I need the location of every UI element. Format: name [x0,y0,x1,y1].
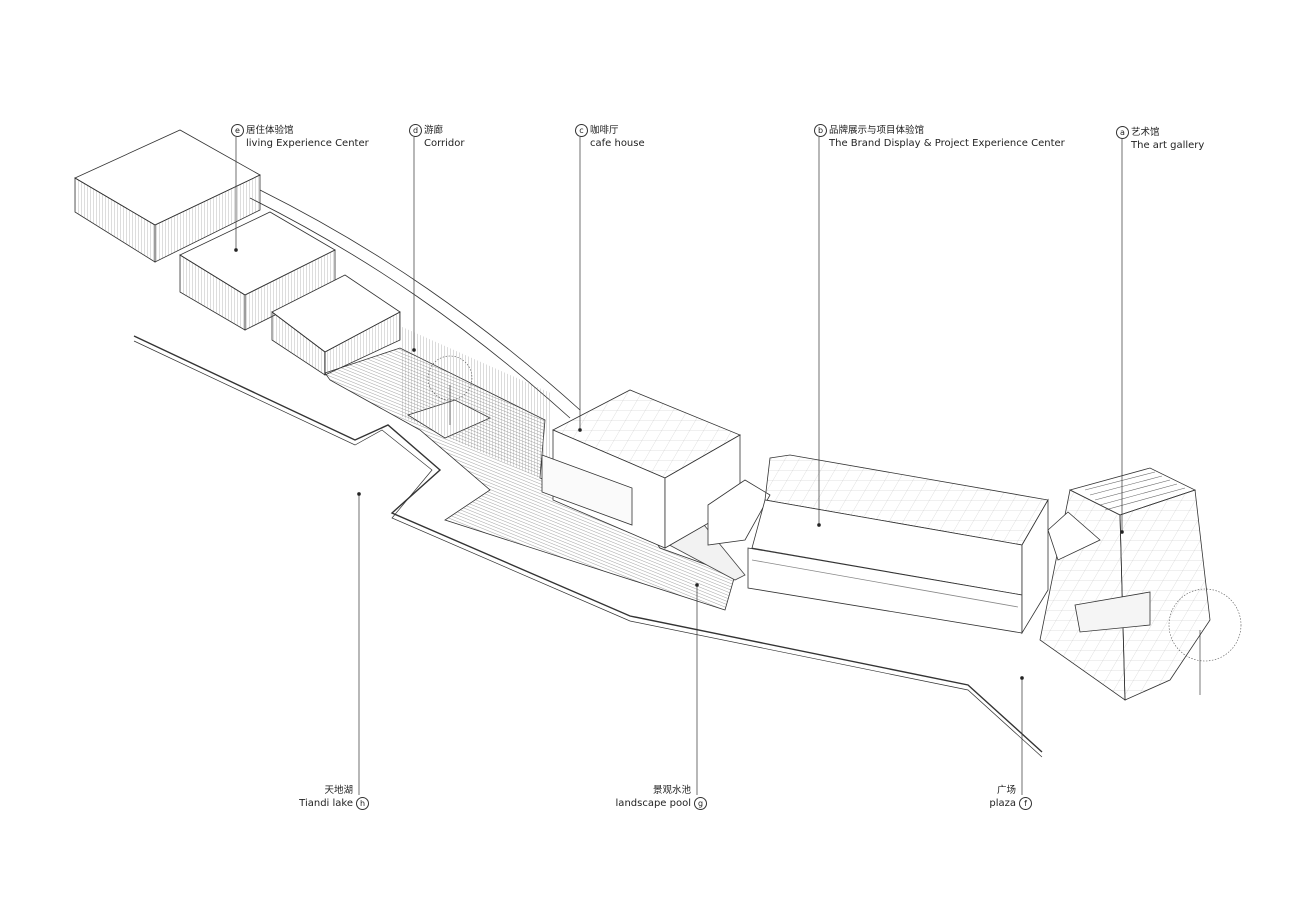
label-cn: 居住体验馆 [246,125,294,136]
leader-lines [234,137,1124,795]
label-key-badge: b [814,124,827,137]
label-living-experience-center: e 居住体验馆 living Experience Center [231,124,369,150]
cafe-house-building [541,389,741,549]
label-tiandi-lake: h 天地湖 Tiandi lake [299,784,369,810]
lake-edge [133,335,1043,758]
tree-icon [427,355,1242,695]
corridor [249,189,581,483]
label-en: cafe house [590,138,645,149]
label-cn: 艺术馆 [1131,127,1160,138]
label-plaza: f 广场 plaza [989,784,1032,810]
connector-block [707,479,771,546]
label-cn: 广场 [996,785,1016,796]
label-en: Tiandi lake [299,798,353,809]
label-cn: 景观水池 [652,785,691,796]
label-en: living Experience Center [246,138,369,149]
label-cn: 天地湖 [324,785,353,796]
label-key-badge: h [356,797,369,810]
label-cn: 品牌展示与项目体验馆 [829,125,925,136]
label-cn: 咖啡厅 [590,125,619,136]
label-cn: 游廊 [424,125,444,136]
living-experience-center-building [74,129,401,376]
label-en: The art gallery [1131,140,1205,151]
label-en: landscape pool [615,798,691,809]
label-landscape-pool: g 景观水池 landscape pool [615,784,707,810]
label-en: Corridor [424,138,465,149]
art-gallery-building [1039,467,1211,701]
brand-display-building [747,454,1049,635]
label-key-badge: f [1019,797,1032,810]
label-key-badge: a [1116,126,1129,139]
label-key-badge: g [694,797,707,810]
label-key-badge: c [575,124,588,137]
label-art-gallery: a 艺术馆 The art gallery [1116,126,1205,152]
label-en: The Brand Display & Project Experience C… [829,138,1065,149]
label-key-badge: e [231,124,244,137]
label-brand-display-center: b 品牌展示与项目体验馆 The Brand Display & Project… [814,124,1065,150]
label-cafe-house: c 咖啡厅 cafe house [575,124,645,150]
label-corridor: d 游廊 Corridor [409,124,465,150]
label-en: plaza [989,798,1016,809]
label-key-badge: d [409,124,422,137]
